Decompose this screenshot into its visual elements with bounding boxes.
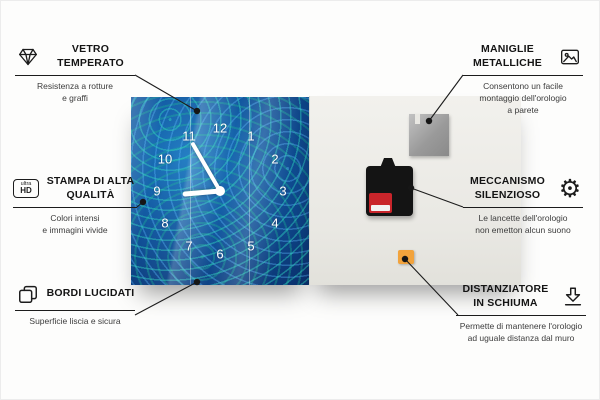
feature-title: MECCANISMO SILENZIOSO: [470, 175, 545, 201]
feature-header: MANIGLIE METALLICHE: [463, 43, 583, 77]
feature-header: MECCANISMO SILENZIOSO ⚙: [463, 174, 583, 209]
feature-bordi-lucidati: BORDI LUCIDATI Superficie liscia e sicur…: [15, 283, 135, 328]
gear-icon: ⚙: [558, 174, 582, 203]
arrow-down-icon: [560, 286, 586, 308]
clock-number: 3: [279, 183, 287, 199]
clock-number: 11: [182, 128, 196, 144]
mechanism-hook: [380, 158, 396, 168]
feature-title: MANIGLIE METALLICHE: [473, 43, 542, 69]
feature-maniglie-metalliche: MANIGLIE METALLICHE Consentono un facile…: [463, 43, 583, 117]
feature-header: ultra HD STAMPA DI ALTA QUALITÀ: [13, 175, 137, 209]
clock-number: 12: [212, 120, 228, 136]
clock-mechanism: [366, 166, 413, 216]
ultra-hd-badge-top: ultra: [20, 180, 32, 187]
ultra-hd-badge: ultra HD: [13, 179, 39, 199]
clock-number: 4: [271, 215, 279, 231]
clock-number: 9: [153, 183, 161, 199]
clock-number: 6: [216, 246, 224, 262]
clock-number: 8: [161, 215, 169, 231]
feature-vetro-temperato: VETRO TEMPERATO Resistenza a rotture e g…: [15, 43, 135, 105]
callout-line-bordi: [134, 281, 198, 316]
feature-header: VETRO TEMPERATO: [15, 43, 135, 77]
layers-icon: [15, 283, 41, 305]
feature-stampa-alta-qualita: ultra HD STAMPA DI ALTA QUALITÀ Colori i…: [13, 175, 137, 237]
feature-title: DISTANZIATORE IN SCHIUMA: [462, 283, 549, 309]
clock-center-cap: [215, 186, 225, 196]
feature-distanziatore-in-schiuma: DISTANZIATORE IN SCHIUMA Permette di man…: [456, 283, 586, 345]
feature-description: Superficie liscia e sicura: [29, 316, 121, 326]
feature-title: BORDI LUCIDATI: [46, 287, 135, 300]
clock-number: 2: [271, 151, 279, 167]
feature-description: Colori intensi e immagini vivide: [42, 213, 108, 236]
feature-header: BORDI LUCIDATI: [15, 283, 135, 311]
picture-frame-icon: [557, 47, 583, 67]
feature-meccanismo-silenzioso: MECCANISMO SILENZIOSO ⚙ Le lancette dell…: [463, 175, 583, 237]
minute-hand: [190, 141, 222, 192]
clock-front-panel: 12 1 2 3 4 5 6 7 8 9 10 11: [131, 97, 309, 285]
glass-seam: [249, 97, 250, 285]
clock-number: 1: [247, 128, 255, 144]
clock-number: 7: [185, 238, 193, 254]
feature-description: Le lancette dell'orologio non emetton al…: [475, 213, 571, 236]
metal-hanger-plate: [409, 114, 449, 156]
feature-description: Consentono un facile montaggio dell'orol…: [479, 81, 567, 116]
battery: [369, 193, 392, 213]
clock-number: 5: [247, 238, 255, 254]
diamond-icon: [15, 47, 41, 67]
feature-description: Resistenza a rotture e graffi: [36, 81, 114, 104]
ultra-hd-icon: ultra HD: [13, 179, 39, 199]
ultra-hd-badge-bottom: HD: [20, 186, 32, 196]
feature-description: Permette di mantenere l'orologio ad ugua…: [459, 321, 583, 344]
feature-title: STAMPA DI ALTA QUALITÀ: [46, 175, 135, 201]
foam-spacer: [398, 250, 414, 264]
clock-number: 10: [157, 151, 173, 167]
feature-header: DISTANZIATORE IN SCHIUMA: [456, 283, 586, 317]
feature-title: VETRO TEMPERATO: [57, 43, 124, 69]
